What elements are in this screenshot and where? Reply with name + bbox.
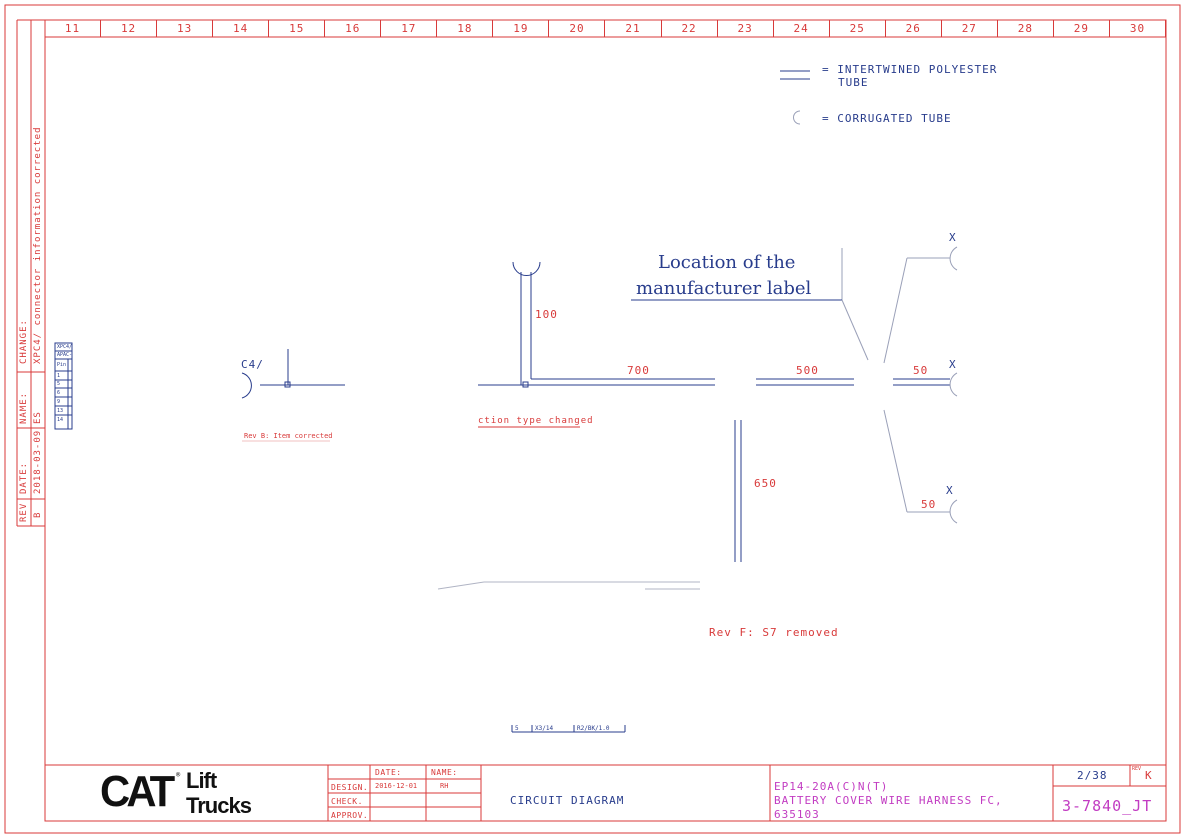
tb-check-label: CHECK. [331,797,363,806]
tb-page-number: 2/38 [1077,769,1108,782]
pin-table-pin: 9 [57,399,61,405]
pin-table-header1: XPC4/ [57,344,73,350]
label-location-line1: Location of the [658,252,796,273]
cat-logo-trucks: Trucks [186,793,252,818]
tb-title-line1: EP14-20A(C)N(T) [774,780,889,793]
tb-approv-label: APPROV. [331,811,369,820]
column-number: 11 [45,20,102,37]
legend-polyester-line1: = INTERTWINED POLYESTER [822,63,998,76]
rev-f-note: Rev F: S7 removed [709,626,839,639]
cat-logo-registered: ® [176,771,181,779]
label-location-line2: manufacturer label [636,278,812,299]
cat-logo: CAT ® Lift Trucks [100,767,260,821]
rev-b-note: Rev B: Item corrected [244,432,333,440]
column-number: 26 [886,20,942,37]
column-number: 17 [381,20,438,37]
pin-table-pin: 13 [57,408,64,414]
tb-doc-type: CIRCUIT DIAGRAM [510,794,625,807]
column-number: 30 [1110,20,1166,37]
legend-polyester-line2: TUBE [838,76,869,89]
dimension-700: 700 [627,364,650,377]
tb-title-line3: 635103 [774,808,820,821]
revision-name-label: NAME: [19,391,29,424]
connector-c4-label: C4/ [241,358,264,371]
column-number: 18 [437,20,494,37]
column-number: 13 [157,20,214,37]
column-number: 12 [101,20,158,37]
cat-logo-mark: CAT [100,767,175,816]
revision-change-label: CHANGE: [19,319,29,364]
tb-doc-number: 3-7840_JT [1062,797,1153,815]
tb-design-date: 2016-12-01 [375,782,418,790]
tb-rev-value: K [1145,769,1152,782]
dimension-650: 650 [754,477,777,490]
wire-label-cell-1: 5 [515,725,519,732]
connector-x-mid-label: X [949,358,956,371]
wire-label-cell-3: R2/BK/1.0 [577,725,610,732]
column-number: 20 [549,20,606,37]
wire-label-cell-2: X3/14 [535,725,554,732]
revision-date-value: 2018-03-09 [33,429,43,494]
tb-date-header: DATE: [375,768,402,777]
revision-date-label: DATE: [19,461,29,494]
column-number: 21 [606,20,662,37]
tb-design-label: DESIGN. [331,783,369,792]
column-number: 16 [325,20,382,37]
tb-rev-label: REV [1132,766,1142,772]
column-number: 23 [718,20,774,37]
column-number: 19 [493,20,550,37]
revision-rev-value: B [33,511,43,518]
column-number: 25 [830,20,886,37]
rev-connection-type-note: ction type changed [478,416,594,426]
dimension-500: 500 [796,364,819,377]
column-number: 28 [998,20,1054,37]
column-number: 15 [269,20,326,37]
revision-rev-label: REV [19,502,29,522]
column-number: 22 [662,20,718,37]
cat-logo-lift: Lift [186,768,217,793]
column-number: 24 [774,20,830,37]
connector-x-bottom-label: X [946,484,953,497]
pin-table-pin: 1 [57,373,61,379]
tb-name-header: NAME: [431,768,458,777]
tb-design-name: RH [440,782,449,790]
dimension-50-right: 50 [913,364,929,377]
pin-table-pin-header: Pin [57,362,67,368]
column-number: 27 [942,20,998,37]
dimension-100: 100 [535,308,558,321]
pin-table-header2: APAC- [57,352,73,358]
revision-change-value: XPC4/ connector information corrected [33,126,43,364]
legend-corrugated: = CORRUGATED TUBE [822,112,952,125]
pin-table-pin: 14 [57,417,64,423]
revision-name-value: ES [33,411,43,424]
column-number: 29 [1054,20,1110,37]
pin-table-pin: 5 [57,381,61,387]
tb-title-line2: BATTERY COVER WIRE HARNESS FC, [774,794,1003,807]
dimension-50-bottom: 50 [921,498,937,511]
connector-x-top-label: X [949,231,956,244]
pin-table-pin: 6 [57,390,61,396]
column-number: 14 [213,20,270,37]
